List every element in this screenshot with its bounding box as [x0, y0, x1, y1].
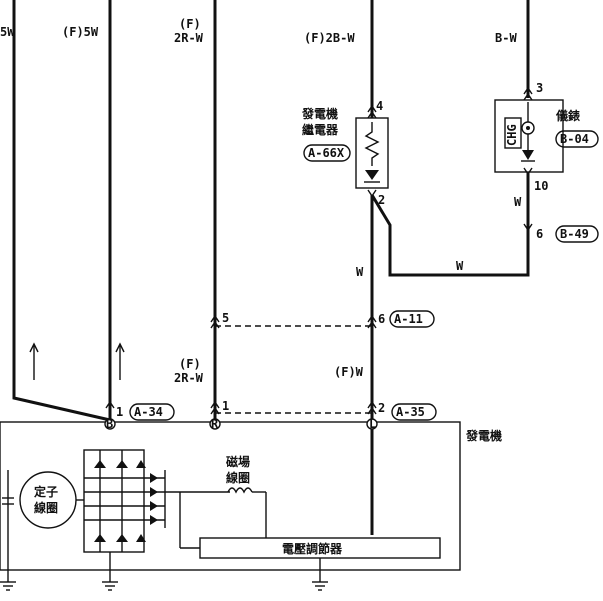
label-bw: B-W — [495, 31, 517, 45]
connector-chevron-icons — [105, 86, 533, 415]
label-5w-left: 5W — [0, 25, 15, 39]
chg-label: CHG — [505, 124, 519, 146]
pin-6-b49: 6 — [536, 227, 543, 241]
labels: 5W (F)5W (F) 2R-W (F)2B-W B-W 發電機 繼電器 A-… — [0, 17, 589, 556]
pin-6-a11: 6 — [378, 312, 385, 326]
ground-icons — [0, 552, 328, 591]
label-f2bw: (F)2B-W — [304, 31, 355, 45]
pin-1-mid: 1 — [222, 399, 229, 413]
label-2rw-top: 2R-W — [174, 31, 204, 45]
alternator-label: 發電機 — [465, 428, 502, 443]
label-f5w: (F)5W — [62, 25, 99, 39]
terminal-b: B — [106, 417, 113, 431]
label-w-horiz: W — [456, 259, 464, 273]
a35-connector: A-35 — [396, 405, 425, 419]
pin-2-relay: 2 — [378, 193, 385, 207]
label-f-top: (F) — [179, 17, 201, 31]
b49-connector: B-49 — [560, 227, 589, 241]
wires — [12, 0, 530, 535]
pin-2-a35: 2 — [378, 401, 385, 415]
rectifier-bridge — [83, 449, 230, 553]
meter-connector: B-04 — [560, 132, 589, 146]
pin-4: 4 — [376, 99, 383, 113]
meter-name: 儀錶 — [555, 108, 580, 123]
label-w-right: W — [514, 195, 522, 209]
wire-w-relay-out — [370, 194, 530, 277]
pin-5: 5 — [222, 311, 229, 325]
up-arrow-icons — [29, 342, 125, 380]
a34-connector: A-34 — [134, 405, 163, 419]
label-fw: (F)W — [334, 365, 364, 379]
stator-label-2: 線圈 — [34, 500, 58, 515]
relay-connector: A-66X — [308, 146, 345, 160]
alternator-box — [0, 418, 461, 571]
terminal-l: L — [369, 417, 376, 431]
pin-3: 3 — [536, 81, 543, 95]
alternator-relay — [355, 117, 389, 189]
relay-name-2: 繼電器 — [302, 122, 339, 137]
a11-connector: A-11 — [394, 312, 423, 326]
terminal-r: R — [211, 417, 219, 431]
wire-5w-left — [12, 0, 111, 422]
pin-10: 10 — [534, 179, 548, 193]
field-coil-label-1: 磁場 — [225, 454, 250, 469]
label-f-bottom: (F) — [179, 357, 201, 371]
pin-1-a34: 1 — [116, 405, 123, 419]
field-coil-label-2: 線圈 — [226, 470, 250, 485]
stator-label-1: 定子 — [34, 484, 58, 499]
relay-name-1: 發電機 — [301, 106, 338, 121]
label-w-mid: W — [356, 265, 364, 279]
label-2rw-bottom: 2R-W — [174, 371, 204, 385]
stator-coil — [19, 471, 77, 529]
field-coil — [227, 487, 267, 538]
charge-meter — [494, 99, 564, 173]
regulator-label: 電壓調節器 — [282, 541, 343, 556]
connector-id-boxes — [129, 130, 599, 421]
